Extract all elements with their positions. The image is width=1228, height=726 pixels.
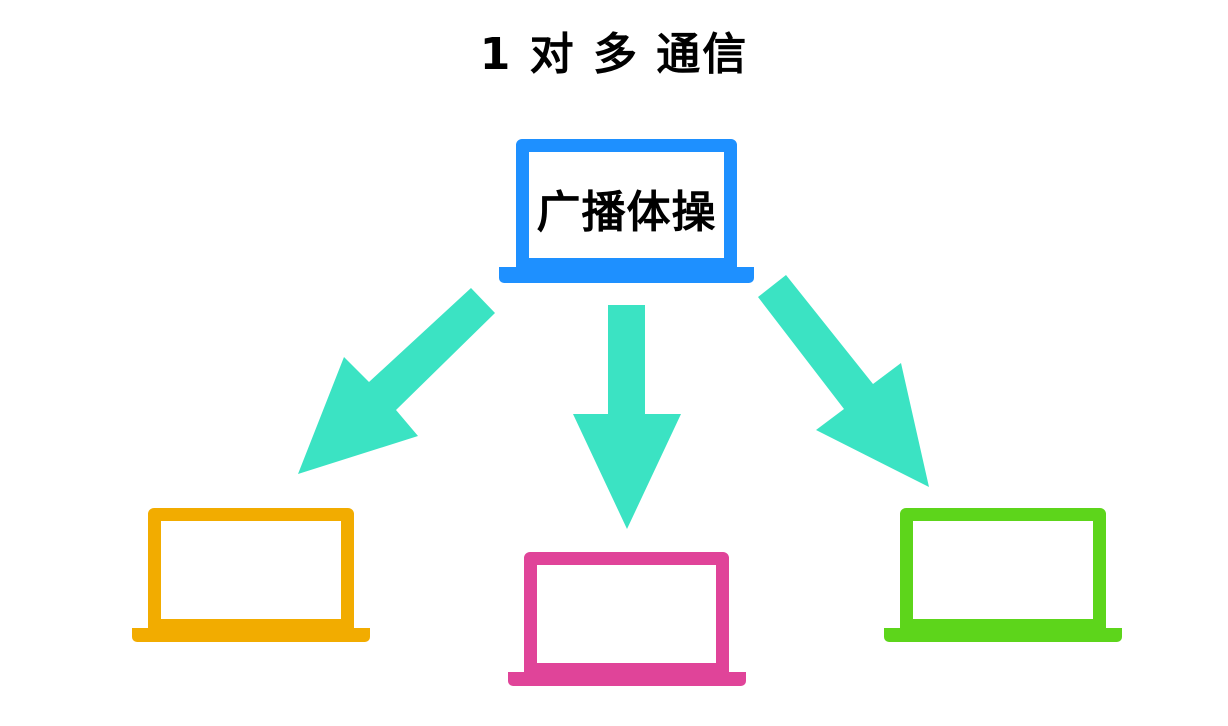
laptop-base bbox=[499, 267, 754, 283]
laptop-icon bbox=[148, 508, 354, 632]
laptop-right bbox=[884, 508, 1122, 642]
laptop-base bbox=[884, 628, 1122, 642]
source-laptop-label: 广播体操 bbox=[536, 187, 717, 238]
laptop-left bbox=[132, 508, 370, 642]
source-laptop: 广播体操 bbox=[499, 139, 754, 284]
arrow-down-right-icon bbox=[758, 275, 929, 487]
laptop-base bbox=[508, 672, 746, 686]
arrow-down-icon bbox=[573, 305, 681, 529]
diagram-title: 1 对 多 通信 bbox=[479, 29, 749, 80]
laptop-base bbox=[132, 628, 370, 642]
laptop-icon bbox=[524, 552, 729, 676]
laptop-center bbox=[508, 552, 746, 686]
laptop-icon bbox=[900, 508, 1106, 632]
arrow-down-left-icon bbox=[298, 288, 495, 474]
laptop-icon: 广播体操 bbox=[516, 139, 737, 271]
